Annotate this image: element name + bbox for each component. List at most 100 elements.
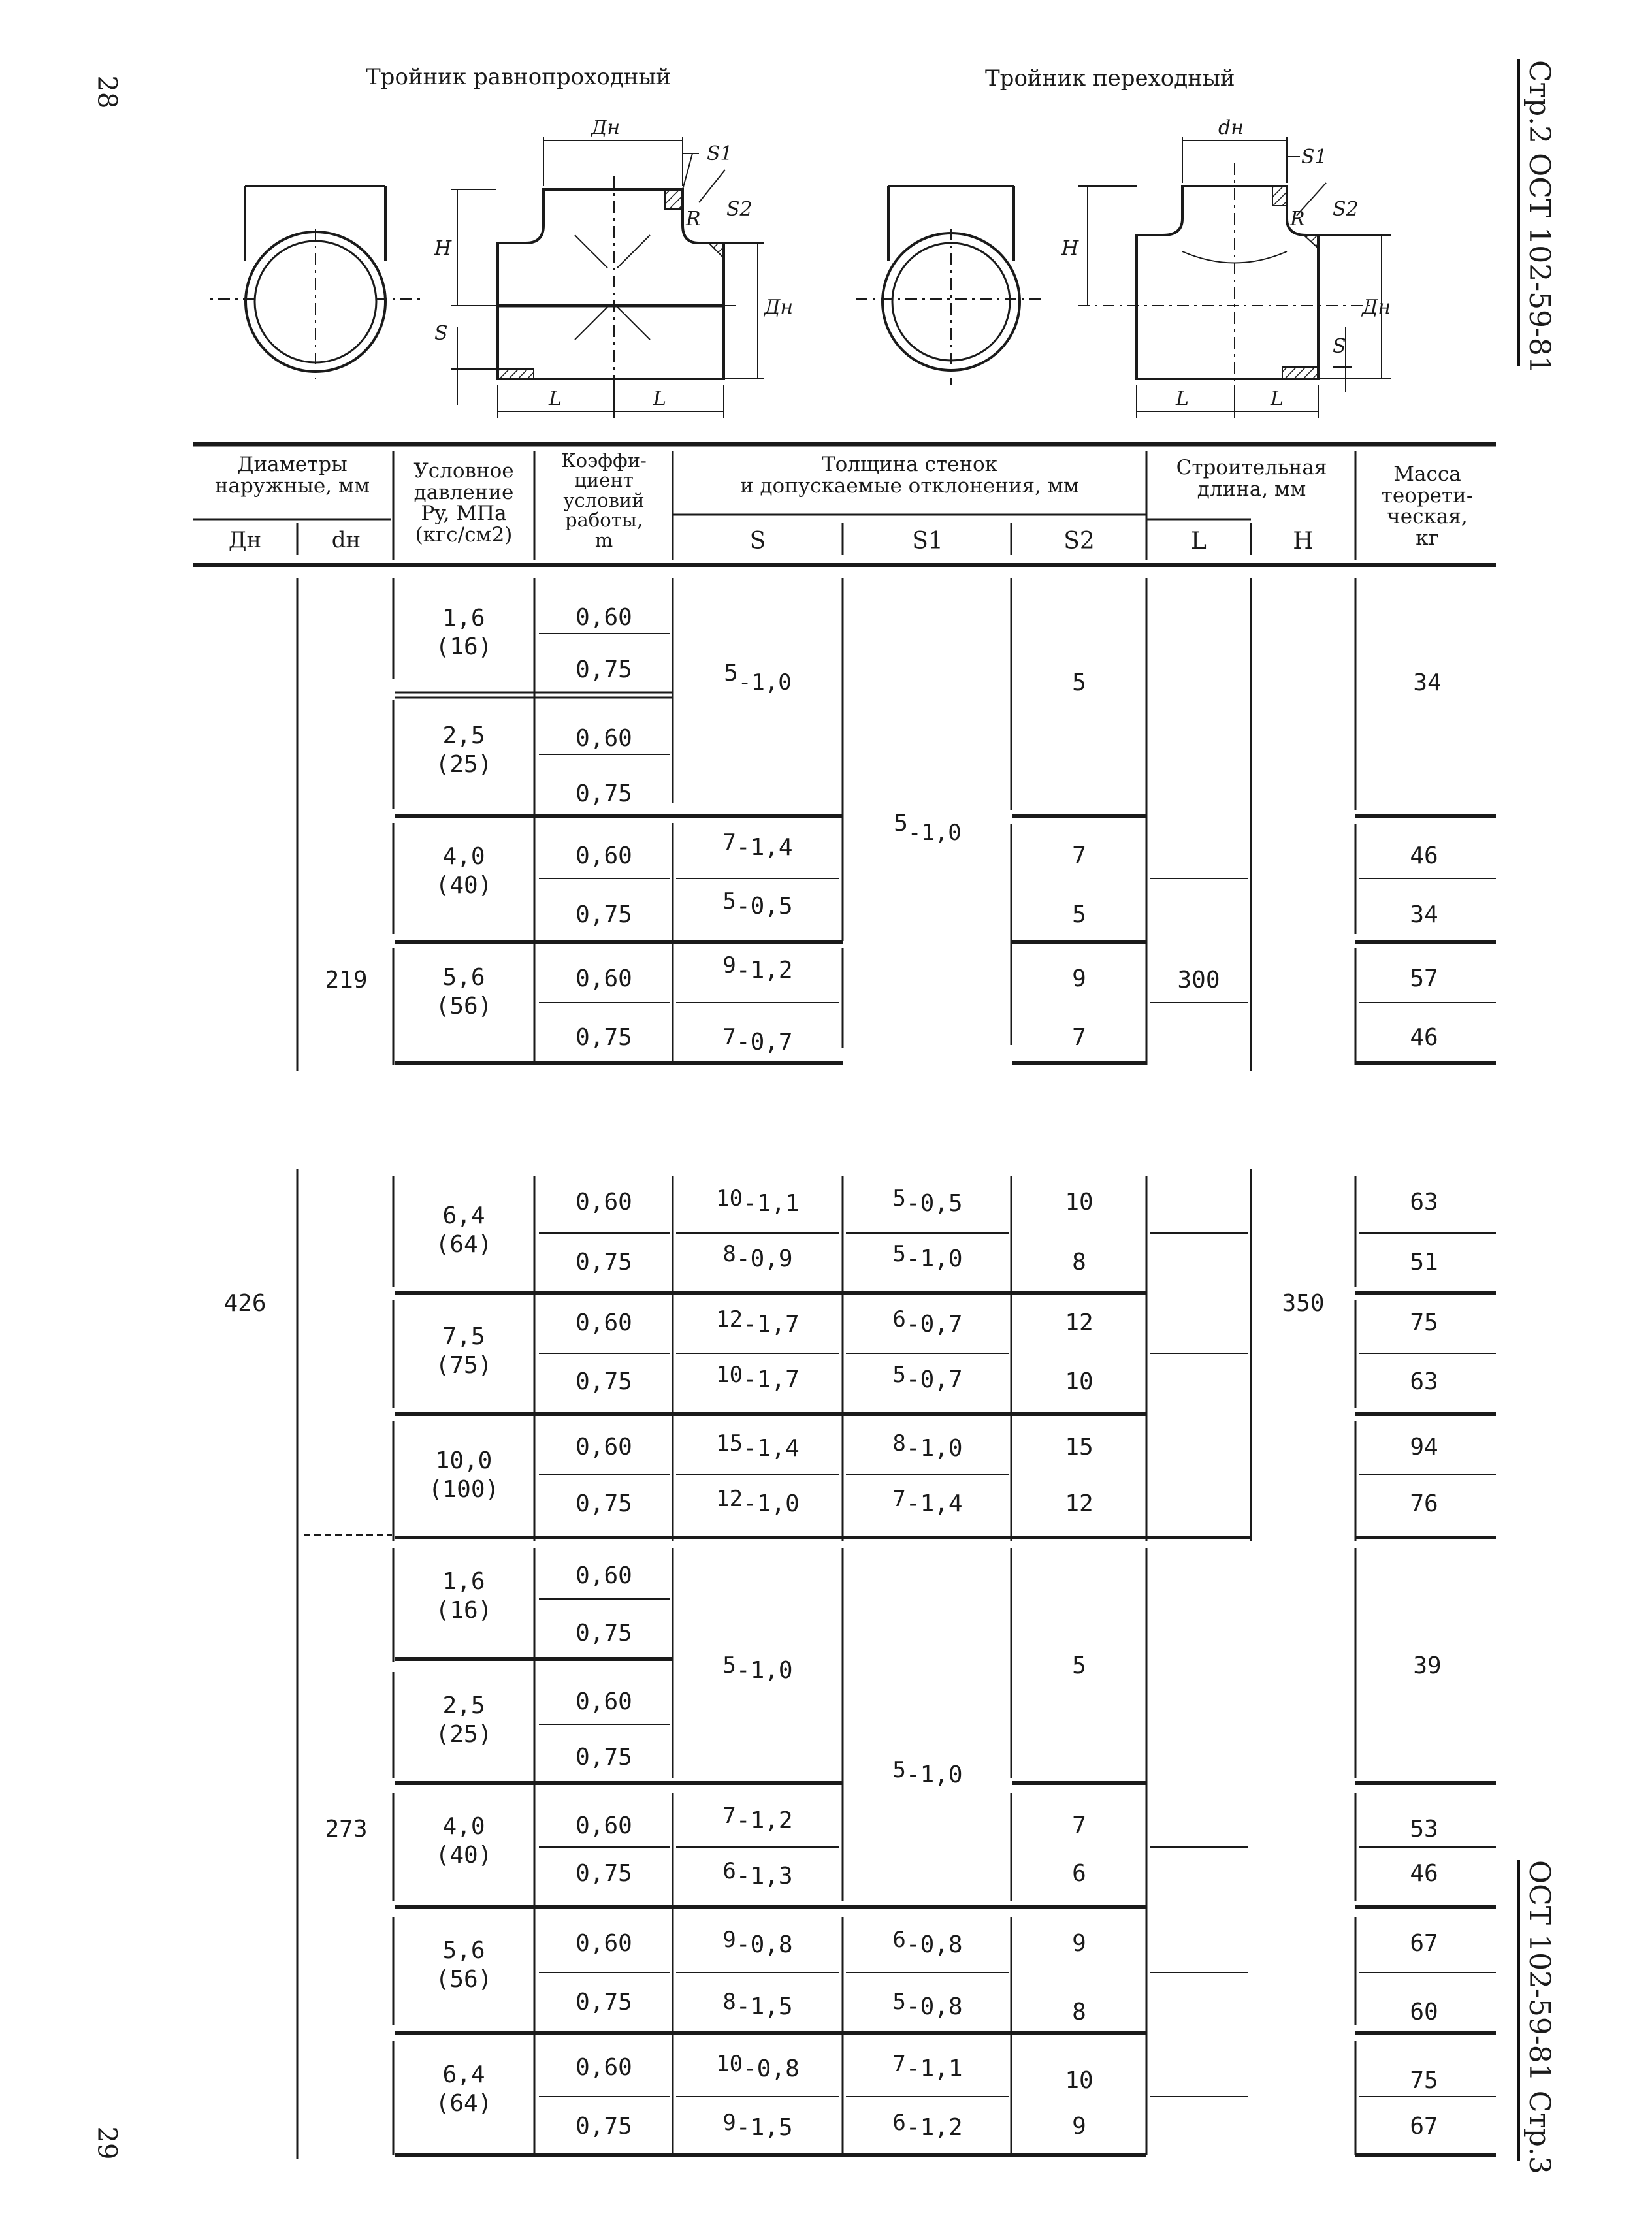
header-H: H xyxy=(1293,528,1314,555)
equal-tee-l2-label: L xyxy=(653,387,666,410)
s-deviation: -1,1 xyxy=(743,1190,800,1217)
equal-tee-s2-label: S2 xyxy=(726,198,753,221)
coef-cell: 0,60 xyxy=(575,1930,632,1957)
reducing-tee-h-label: H xyxy=(1061,237,1079,260)
s-deviation: -0,8 xyxy=(736,1931,793,1958)
s2-cell: 6 xyxy=(1072,1860,1086,1887)
s1-cell: 5-0,7 xyxy=(846,1362,1009,1393)
mass-cell: 60 xyxy=(1410,1999,1438,2025)
header-pressure-line1: Условное xyxy=(413,459,514,483)
s-deviation: -1,7 xyxy=(743,1311,800,1338)
pressure-kgf: (100) xyxy=(428,1476,500,1503)
header-pressure-line4: (кгс/см2) xyxy=(415,523,513,547)
header-pressure-line2: давление xyxy=(413,480,514,504)
coef-cell: 0,60 xyxy=(575,604,632,631)
s1-merged-cell: 5-1,0 xyxy=(846,1757,1009,1788)
s-cell: 7-1,2 xyxy=(676,1803,839,1834)
equal-tee-caption: Тройник равнопроходный xyxy=(366,64,672,90)
s-value: 9 xyxy=(722,1927,736,1953)
header-thickness-line2: и допускаемые отклонения, мм xyxy=(739,474,1080,498)
pressure-cell: 2,5(25) xyxy=(395,722,532,779)
reducing-tee-dn-side-label: Дн xyxy=(1361,296,1391,319)
pressure-kgf: (56) xyxy=(435,993,493,1020)
header-mass-line4: кг xyxy=(1416,526,1439,550)
header-pressure-line3: Py, МПа xyxy=(421,502,507,526)
coef-cell: 0,75 xyxy=(575,1620,632,1647)
header-coef-line4: работы, xyxy=(564,509,643,532)
s-deviation: -1,3 xyxy=(736,1863,793,1890)
header-coef-line5: m xyxy=(594,528,613,551)
mass-cell: 67 xyxy=(1410,2113,1438,2140)
coef-cell: 0,75 xyxy=(575,656,632,683)
s1-cell: 7-1,4 xyxy=(846,1486,1009,1517)
s1-deviation: -0,8 xyxy=(905,1993,963,2020)
s1-value: 5 xyxy=(892,1185,906,1212)
coef-cell: 0,60 xyxy=(575,1562,632,1589)
s1-value: 5 xyxy=(892,1241,906,1267)
equal-tee-front-view xyxy=(451,137,764,418)
header-coef-line1: Коэффи- xyxy=(561,449,647,472)
pressure-kgf: (25) xyxy=(435,751,493,778)
coef-cell: 0,60 xyxy=(575,725,632,752)
s1-cell: 8-1,0 xyxy=(846,1430,1009,1462)
s-value: 10 xyxy=(716,1362,743,1388)
s-merged-cell: 5-1,0 xyxy=(676,1652,839,1684)
pressure-value: 7,5 xyxy=(442,1323,485,1350)
s-value: 10 xyxy=(716,2051,743,2077)
equal-tee-dn-side-label: Дн xyxy=(763,296,793,319)
s-deviation: -1,2 xyxy=(736,957,793,984)
s-deviation: -1,7 xyxy=(743,1366,800,1393)
pressure-cell: 6,4(64) xyxy=(395,1202,532,1259)
s1-cell: 6-1,2 xyxy=(846,2110,1009,2141)
equal-tee-dn-label: Дн xyxy=(590,116,620,139)
header-diameters: Диаметры наружные, мм xyxy=(214,453,370,498)
s-cell: 7-0,7 xyxy=(676,1024,839,1055)
mass-cell: 63 xyxy=(1410,1368,1438,1395)
coef-cell: 0,75 xyxy=(575,1368,632,1395)
pressure-cell: 5,6(56) xyxy=(395,963,532,1021)
s-value: 7 xyxy=(722,1024,736,1050)
s2-merged-cell: 5 xyxy=(1072,669,1086,696)
s1-merged-cell: 5-1,0 xyxy=(846,810,1009,846)
s2-cell: 10 xyxy=(1065,2067,1093,2094)
s2-cell: 12 xyxy=(1065,1490,1093,1517)
equal-tee-s-label: S xyxy=(434,322,448,345)
s2-cell: 8 xyxy=(1072,1249,1086,1276)
s-cell: 10-1,1 xyxy=(676,1185,839,1217)
mass-cell: 46 xyxy=(1410,1860,1438,1887)
s1-cell: 6-0,7 xyxy=(846,1306,1009,1338)
tee-drawings: Дн S1 R S2 H S Дн L L dн S1 R S2 H S Дн … xyxy=(209,116,1391,418)
s-value: 15 xyxy=(716,1430,743,1457)
reducing-tee-r-label: R xyxy=(1289,208,1305,231)
s2-cell: 10 xyxy=(1065,1368,1093,1395)
s1-deviation: -1,0 xyxy=(905,1762,963,1788)
header-Dn: Дн xyxy=(228,527,262,553)
coef-cell: 0,60 xyxy=(575,1688,632,1715)
s1-value: 7 xyxy=(892,2051,906,2077)
pressure-cell: 1,6(16) xyxy=(395,604,532,662)
pressure-value: 2,5 xyxy=(442,1692,485,1719)
s1-cell: 5-0,5 xyxy=(846,1185,1009,1217)
pressure-kgf: (40) xyxy=(435,1842,493,1869)
s-value: 6 xyxy=(722,1858,736,1884)
reducing-tee-caption: Тройник переходный xyxy=(985,65,1235,91)
mass-cell: 53 xyxy=(1410,1816,1438,1843)
section2-H: 350 xyxy=(1282,1290,1325,1317)
s2-cell: 12 xyxy=(1065,1310,1093,1336)
coef-cell: 0,75 xyxy=(575,1744,632,1771)
header-dn: dн xyxy=(331,527,361,553)
s-merged-cell: 5-1,0 xyxy=(676,660,839,696)
s-deviation: -1,0 xyxy=(737,669,792,696)
s-value: 12 xyxy=(716,1486,743,1512)
pressure-value: 4,0 xyxy=(442,1813,485,1840)
s-cell: 12-1,7 xyxy=(676,1306,839,1338)
s-value: 8 xyxy=(722,1989,736,2015)
pressure-cell: 6,4(64) xyxy=(395,2061,532,2118)
header-length-line2: длина, мм xyxy=(1197,477,1306,501)
s1-deviation: -1,1 xyxy=(905,2055,963,2082)
mass-cell: 34 xyxy=(1410,901,1438,928)
mass-cell: 75 xyxy=(1410,1310,1438,1336)
coef-cell: 0,75 xyxy=(575,901,632,928)
mass-cell: 94 xyxy=(1410,1434,1438,1460)
pressure-kgf: (64) xyxy=(435,2090,493,2117)
